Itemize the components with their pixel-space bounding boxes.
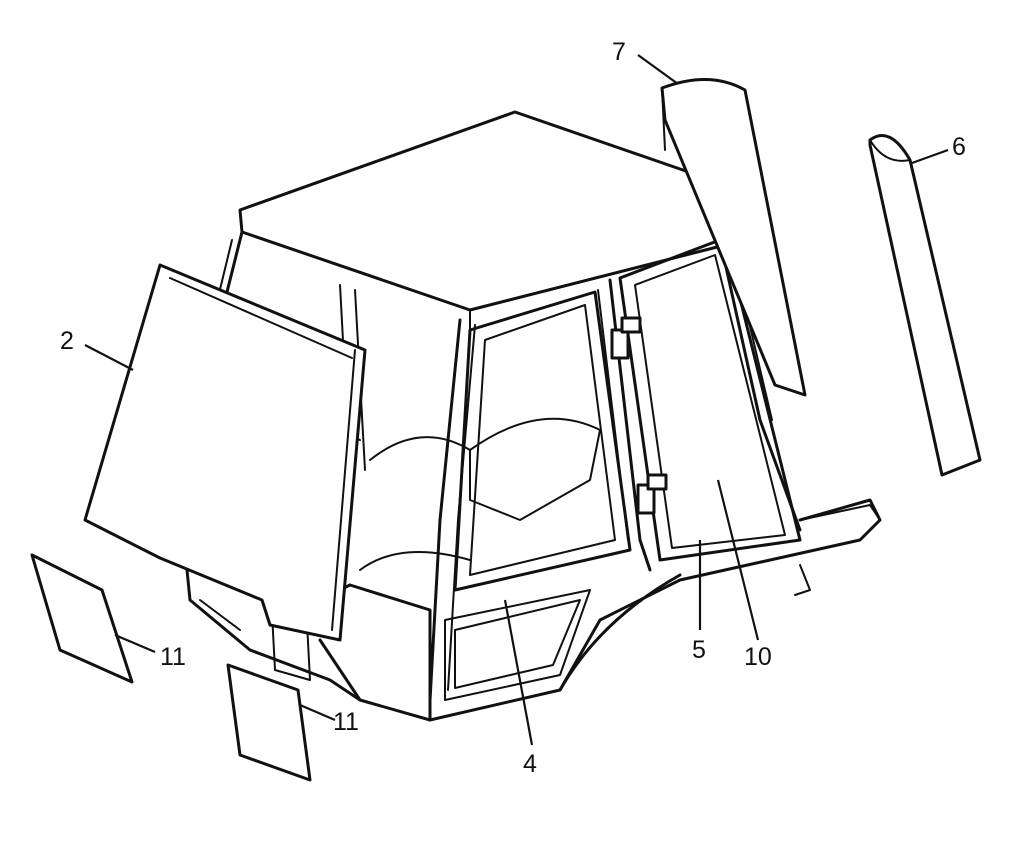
door-hinges — [610, 316, 668, 515]
leader-lines — [84, 54, 949, 746]
part-11-pane-left — [30, 553, 134, 684]
roof — [238, 110, 737, 331]
part-2-rear-glass — [83, 263, 367, 642]
callout-2: 2 — [60, 327, 74, 355]
callout-7: 7 — [612, 38, 626, 66]
part-6-trim — [868, 134, 982, 477]
callout-5: 5 — [692, 636, 706, 664]
callout-4: 4 — [523, 750, 537, 778]
callout-10: 10 — [744, 643, 772, 671]
callout-11-right: 11 — [333, 708, 359, 736]
callout-6: 6 — [952, 133, 966, 161]
part-11-pane-right — [226, 663, 312, 782]
callout-11-left: 11 — [160, 643, 186, 671]
